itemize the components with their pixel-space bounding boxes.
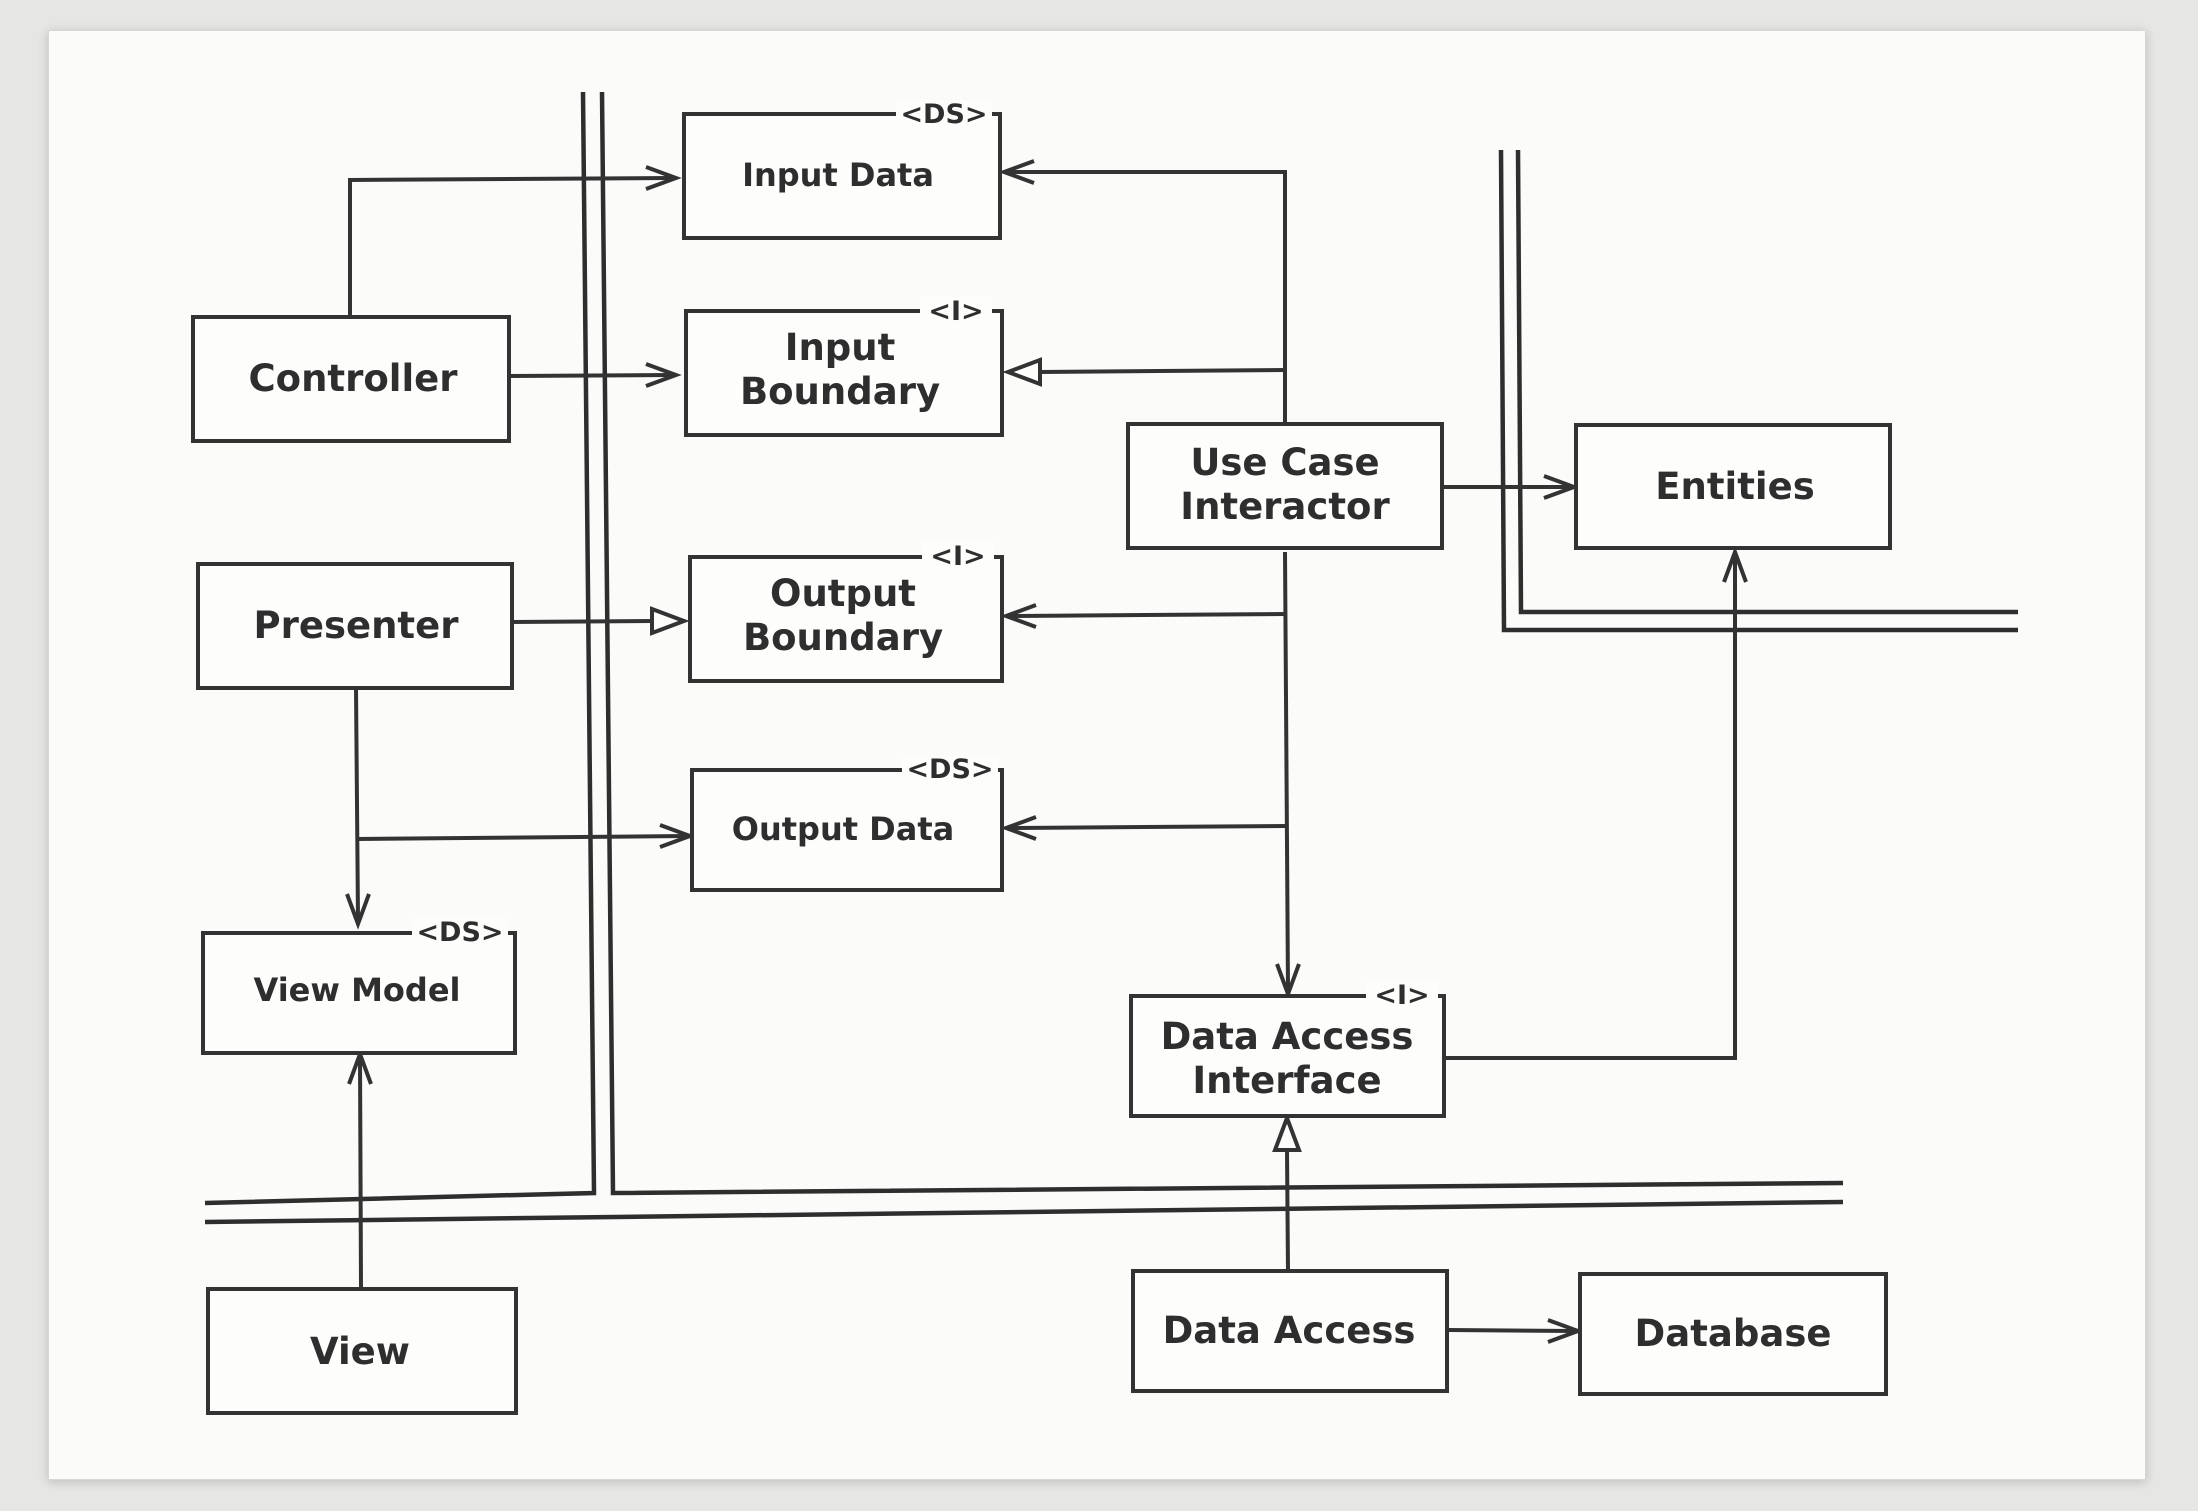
box-controller: Controller	[191, 315, 511, 443]
stereotype-label: <DS>	[906, 754, 993, 785]
arrowhead-triangle	[1272, 1112, 1302, 1152]
output-boundary-label-line2: Boundary	[743, 616, 943, 659]
interactor-label-line2: Interactor	[1180, 485, 1390, 528]
view-label: View	[310, 1330, 410, 1373]
edge-interactor-to-input-data	[1008, 170, 1287, 425]
stereotype-label: <I>	[928, 296, 983, 327]
input-boundary-label-line1: Input	[785, 326, 896, 369]
edge-view-to-view-model	[358, 1057, 363, 1289]
output-data-label: Output Data	[732, 810, 954, 848]
data-access-interface-label-line1: Data Access	[1161, 1015, 1414, 1058]
boundary-vertical-left-a	[204, 91, 597, 1206]
boundary-horizontal-bottom-a	[204, 1199, 1844, 1225]
entities-label: Entities	[1655, 465, 1814, 508]
edge-data-access-to-interface	[1285, 1149, 1290, 1273]
boundary-corner-right-b	[1515, 149, 2018, 615]
box-data-access: Data Access	[1131, 1269, 1449, 1393]
edge-interface-to-entities	[1444, 556, 1737, 1060]
edge-interactor-to-input-boundary	[1039, 368, 1286, 374]
stereotype-label: <DS>	[900, 99, 987, 130]
presenter-label: Presenter	[254, 604, 460, 647]
edge-presenter-to-output-data	[356, 834, 687, 841]
boundary-corner-right-a	[1498, 149, 2018, 633]
arrowhead-open	[645, 362, 682, 388]
input-boundary-label-line2: Boundary	[740, 370, 940, 413]
stereotype-label: <DS>	[416, 917, 503, 948]
box-output-boundary: <I> Output Boundary	[688, 541, 1004, 683]
box-database: Database	[1578, 1272, 1888, 1396]
arrowhead-triangle	[650, 606, 690, 636]
arrowhead-open	[1000, 815, 1037, 841]
input-data-label: Input Data	[742, 156, 934, 194]
edge-controller-to-input-data	[348, 176, 673, 318]
box-presenter: Presenter	[196, 562, 514, 690]
view-model-label: View Model	[254, 971, 461, 1009]
paper-page	[48, 30, 2146, 1480]
box-entities: Entities	[1574, 423, 1892, 550]
edge-interactor-trunk	[1283, 551, 1290, 991]
box-use-case-interactor: Use Case Interactor	[1126, 422, 1444, 550]
box-view-model: <DS> View Model	[201, 917, 517, 1055]
boundary-lines	[204, 91, 2018, 1225]
connectors	[345, 159, 1748, 1344]
edge-presenter-trunk	[354, 687, 360, 921]
arrowhead-open	[998, 159, 1035, 185]
arrowhead-open	[345, 893, 371, 930]
box-input-boundary: <I> Input Boundary	[684, 296, 1004, 437]
stereotype-label: <I>	[930, 541, 985, 572]
database-label: Database	[1635, 1312, 1832, 1355]
arrowhead-triangle	[1002, 357, 1042, 387]
data-access-label: Data Access	[1163, 1309, 1416, 1352]
arrowhead-open	[645, 165, 682, 191]
stereotype-label: <I>	[1374, 980, 1429, 1011]
arrowhead-open	[1722, 546, 1748, 583]
controller-label: Controller	[249, 357, 459, 400]
edge-presenter-to-output-boundary	[511, 619, 653, 624]
boundary-vertical-left-b	[599, 91, 1844, 1196]
edge-data-access-to-database	[1447, 1328, 1575, 1333]
edge-interactor-to-output-data	[1009, 824, 1288, 830]
edge-controller-to-input-boundary	[509, 373, 673, 378]
box-view: View	[206, 1287, 518, 1415]
box-input-data: <DS> Input Data	[682, 99, 1002, 240]
box-output-data: <DS> Output Data	[690, 754, 1004, 892]
output-boundary-label-line1: Output	[770, 572, 916, 615]
interactor-label-line1: Use Case	[1190, 441, 1379, 484]
box-data-access-interface: <I> Data Access Interface	[1129, 980, 1446, 1118]
edge-interactor-to-output-boundary	[1009, 612, 1287, 618]
data-access-interface-label-line2: Interface	[1192, 1059, 1381, 1102]
arrowhead-open	[1000, 603, 1037, 629]
